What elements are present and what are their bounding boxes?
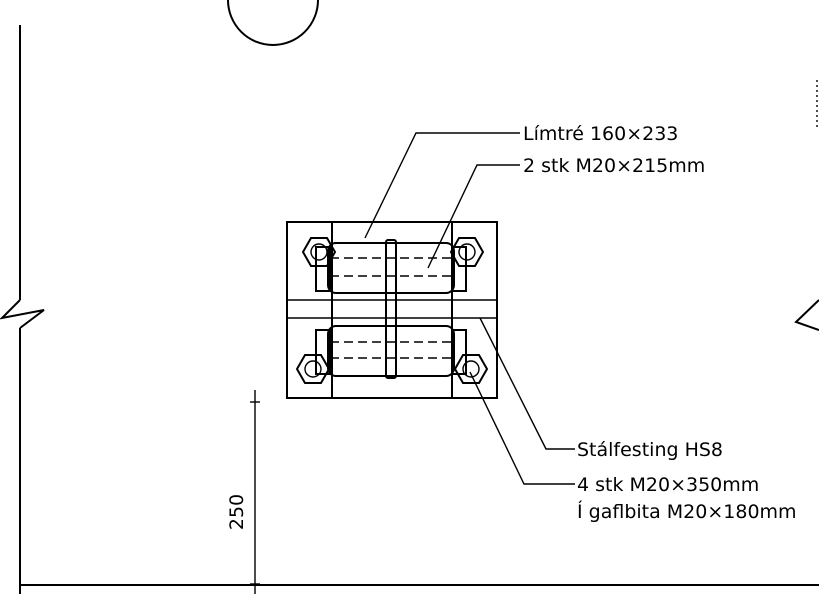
right-edge-break [794,80,819,331]
leader-steel-bracket [479,317,575,450]
steel-base-plate [286,221,498,399]
label-steel-bracket: Stálfesting HS8 [577,439,723,461]
anchor-bolt-top-right [449,237,485,267]
anchor-bolt-top-left [301,237,337,267]
left-wall-with-break [0,25,45,594]
anchor-bolt-bottom-right [453,354,489,384]
central-rod [385,239,397,379]
leader-glulam [364,132,520,239]
label-anchor-bolts-note: Í gaflbita M20×180mm [577,500,797,523]
label-glulam: Límtré 160×233 [523,123,678,145]
glulam-beam [331,222,453,398]
dimension-line [250,390,260,594]
leader-through-bolts [427,164,520,269]
label-anchor-bolts: 4 stk M20×350mm [577,474,759,496]
top-arc [227,0,319,46]
leader-anchor-bolts [469,371,575,485]
upper-bolt-assembly [315,242,467,294]
dimension-label: 250 [226,494,248,530]
label-through-bolts: 2 stk M20×215mm [523,155,705,177]
anchor-bolt-bottom-left [295,354,331,384]
lower-bolt-assembly [315,325,467,377]
